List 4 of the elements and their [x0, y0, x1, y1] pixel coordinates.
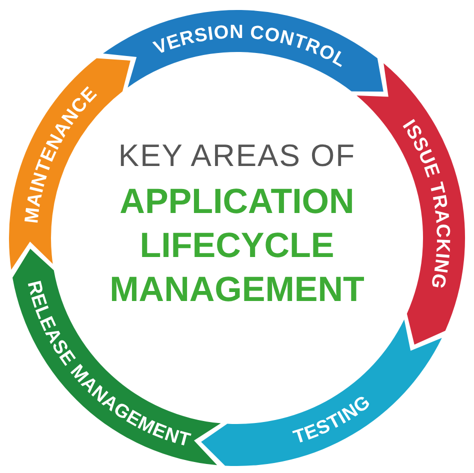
title-text: APPLICATION LIFECYCLE MANAGEMENT: [108, 181, 366, 311]
arrow-segment: [201, 320, 442, 466]
arrow-segment: [103, 10, 384, 92]
subtitle-text: KEY AREAS OF: [117, 138, 357, 174]
